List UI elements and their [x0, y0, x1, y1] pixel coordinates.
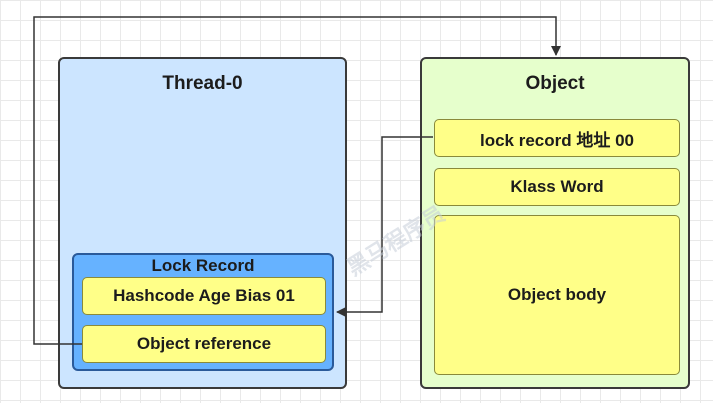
object-body-field: Object body — [434, 215, 680, 375]
object-lock-record-address-field: lock record 地址 00 — [434, 119, 680, 157]
object-box: Object lock record 地址 00 Klass Word Obje… — [420, 57, 690, 389]
object-title: Object — [525, 73, 585, 94]
lock-record-title: Lock Record — [151, 256, 255, 275]
lock-record-object-reference-field: Object reference — [82, 325, 326, 363]
thread-title: Thread-0 — [162, 73, 243, 94]
lock-record-hashcode-field: Hashcode Age Bias 01 — [82, 277, 326, 315]
object-klass-word-field: Klass Word — [434, 168, 680, 206]
lock-record-box: Lock Record Hashcode Age Bias 01 Object … — [72, 253, 334, 371]
